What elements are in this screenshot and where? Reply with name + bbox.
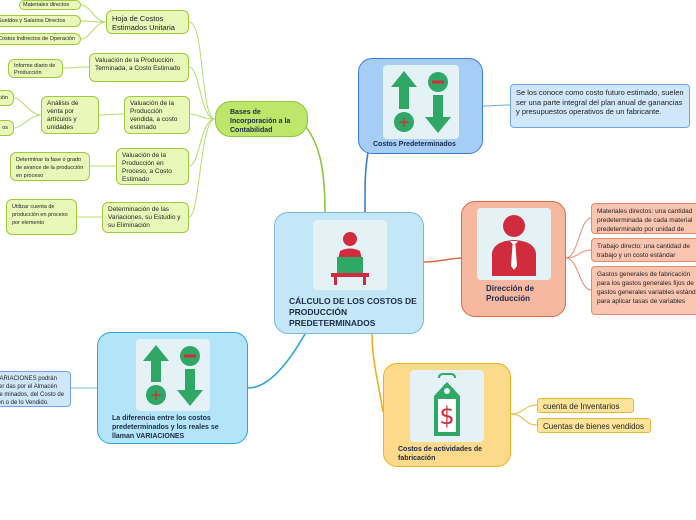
- predeterminados-description[interactable]: Se los conoce como costo futuro estimado…: [510, 84, 690, 128]
- businessman-icon: [477, 208, 551, 280]
- connector-center-predeterminados: [364, 151, 369, 213]
- topic-costos-actividades[interactable]: $ Costos de actividades de fabricación: [383, 363, 511, 467]
- central-topic[interactable]: CÁLCULO DE LOS COSTOS DE PRODUCCIÓN PRED…: [274, 212, 424, 334]
- direccion-item-gastos[interactable]: Gastos generales de fabricación para los…: [591, 266, 696, 315]
- topic-costos-predeterminados-label: Costos Predeterminados: [373, 141, 456, 148]
- bases-materiales-directos[interactable]: Materiales directos: [19, 0, 81, 10]
- central-topic-label: CÁLCULO DE LOS COSTOS DE PRODUCCIÓN PRED…: [289, 296, 417, 328]
- bases-determinar-fase[interactable]: Determinar la fase o grado de avance de …: [10, 152, 90, 181]
- bases-left-item-2[interactable]: os: [0, 120, 14, 136]
- bases-determinacion-variaciones[interactable]: Determinación de las Variaciones, su Est…: [102, 202, 189, 233]
- connector-center-bases: [299, 119, 326, 213]
- up-down-arrows-icon: +: [136, 339, 210, 411]
- topic-variaciones-label: La diferencia entre los costos predeterm…: [112, 415, 219, 440]
- topic-variaciones[interactable]: + La diferencia entre los costos predete…: [97, 332, 248, 444]
- svg-text:+: +: [150, 386, 163, 404]
- topic-costos-predeterminados[interactable]: + Costos Predeterminados: [358, 58, 483, 154]
- bases-costos-indirectos[interactable]: Costos Indirectos de Operación: [0, 33, 81, 45]
- bases-left-item-1[interactable]: ción: [0, 90, 14, 106]
- up-down-arrows-icon: +: [383, 65, 459, 139]
- actividades-item-inventarios[interactable]: cuenta de Inventarios: [537, 398, 634, 413]
- bases-valuacion-proceso[interactable]: Valuación de la Producción en Proceso, a…: [116, 148, 189, 185]
- bases-hoja-costos[interactable]: Hoja de Costos Estimados Unitaria: [106, 10, 189, 34]
- connector-center-actividades: [371, 333, 384, 413]
- topic-direccion-produccion-label: Dirección de Producción: [486, 284, 535, 303]
- topic-direccion-produccion[interactable]: Dirección de Producción: [461, 201, 566, 317]
- topic-bases-incorporacion[interactable]: Bases de Incorporación a la Contabilidad: [215, 101, 308, 137]
- bases-informe-diario[interactable]: Informe diario de Producción: [8, 59, 63, 78]
- topic-costos-actividades-label: Costos de actividades de fabricación: [398, 446, 483, 462]
- variaciones-note[interactable]: VARIACIONES podrán ser das por el Almacé…: [0, 371, 71, 407]
- bases-valuacion-vendida[interactable]: Valuación de la Producción vendida, a co…: [124, 96, 190, 134]
- bases-valuacion-terminada[interactable]: Valuación de la Producción Terminada, a …: [89, 53, 189, 82]
- connector-center-diferencia: [247, 333, 306, 389]
- price-tag-icon: $: [410, 370, 484, 442]
- svg-text:$: $: [439, 402, 454, 430]
- svg-text:+: +: [398, 113, 411, 131]
- direccion-item-materiales[interactable]: Materiales directos: una cantidad predet…: [591, 203, 696, 234]
- direccion-item-trabajo[interactable]: Trabajo directo: una cantidad de trabajo…: [591, 238, 696, 262]
- connector-center-direccion: [422, 257, 463, 263]
- bases-utilizar-cuenta[interactable]: Utilizar cuenta de producción en proceso…: [6, 199, 77, 235]
- bases-sueldos-salarios[interactable]: Sueldos y Salarios Directos: [0, 15, 81, 27]
- bases-analisis-venta[interactable]: Análisis de venta por artículos y unidad…: [41, 96, 99, 134]
- topic-bases-incorporacion-label: Bases de Incorporación a la Contabilidad: [230, 109, 291, 134]
- reception-desk-icon: [313, 220, 387, 290]
- actividades-item-bienes-vendidos[interactable]: Cuentas de bienes vendidos: [537, 418, 651, 433]
